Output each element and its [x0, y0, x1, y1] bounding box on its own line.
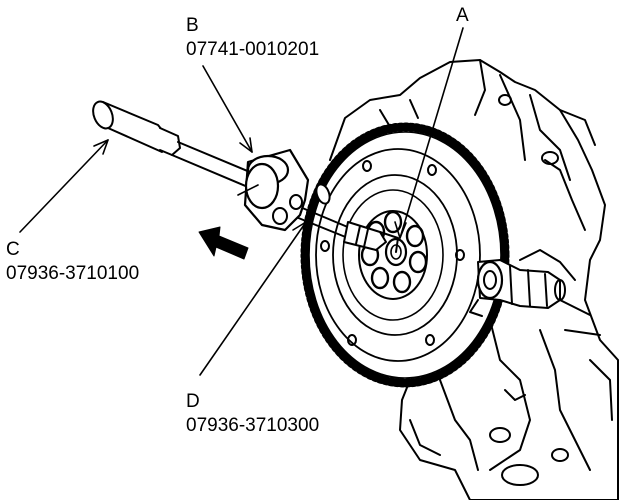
leader-c-arrowhead	[93, 139, 109, 155]
callout-d-letter: D	[186, 391, 200, 412]
callout-b-letter: B	[186, 15, 199, 36]
callout-a-letter: A	[456, 5, 469, 26]
leader-lines	[19, 27, 464, 376]
leader-b-arrowhead	[239, 137, 253, 153]
tool-d-adapter	[295, 183, 399, 253]
pull-direction-arrow-icon	[198, 226, 249, 260]
callout-c-letter: C	[6, 239, 20, 260]
leader-c	[19, 139, 109, 233]
flywheel	[300, 122, 510, 388]
callout-b-part-number: 07741-0010201	[186, 39, 320, 60]
leader-b	[202, 65, 253, 153]
callout-c-part-number: 07936-3710100	[6, 263, 140, 284]
leader-d	[199, 221, 307, 376]
leader-a-arrowhead	[394, 221, 407, 239]
leader-d-arrowhead	[292, 221, 307, 238]
callout-d-part-number: 07936-3710300	[186, 415, 320, 436]
side-bracket	[469, 259, 566, 317]
tool-b-weight	[237, 148, 310, 232]
engine-block	[329, 59, 619, 500]
leader-a	[399, 27, 464, 239]
